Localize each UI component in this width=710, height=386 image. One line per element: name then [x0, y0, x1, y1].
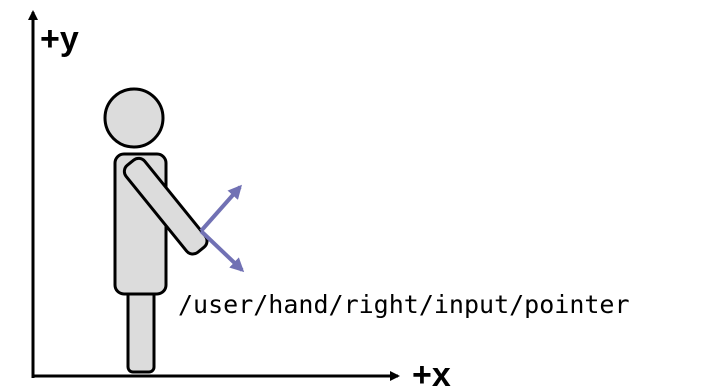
x-axis-label: +x: [412, 356, 451, 386]
pose-axis-up-arrow: [199, 184, 242, 233]
person-figure: [103, 87, 209, 374]
pointer-pose-axes: [199, 184, 245, 273]
person-right-arm: [122, 156, 209, 256]
y-axis-label: +y: [40, 20, 79, 58]
pose-axis-down-arrow: [199, 229, 245, 273]
pointer-path-label: /user/hand/right/input/pointer: [178, 290, 630, 319]
person-head: [103, 87, 165, 149]
